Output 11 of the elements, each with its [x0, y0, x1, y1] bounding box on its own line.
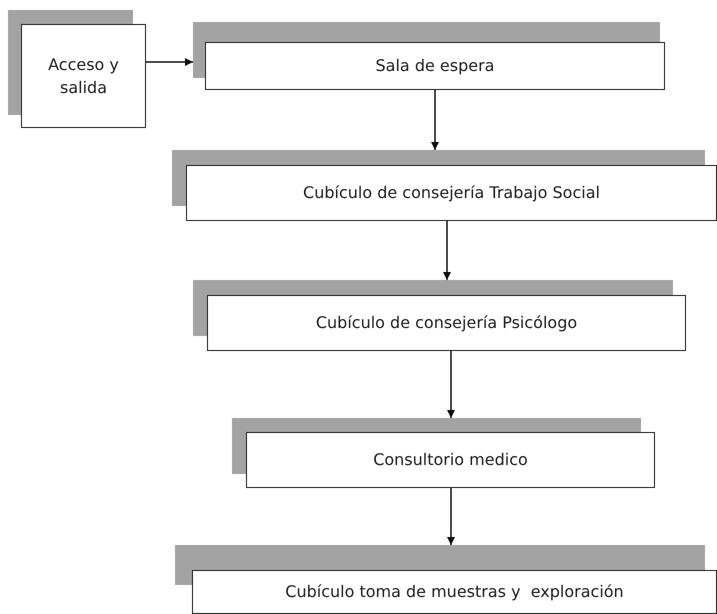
arrow [447, 488, 455, 545]
arrow [447, 351, 455, 418]
box-label: Cubículo de consejería Trabajo Social [303, 182, 600, 204]
arrow [443, 221, 451, 280]
arrow [146, 58, 193, 66]
box-label: Consultorio medico [373, 449, 528, 472]
arrow [431, 90, 439, 150]
box-label: Sala de espera [376, 55, 494, 78]
box-label: Acceso y salida [47, 54, 120, 99]
box-label: Cubículo de consejería Psicólogo [316, 312, 578, 334]
box-label: Cubículo toma de muestras y exploración [285, 581, 624, 604]
